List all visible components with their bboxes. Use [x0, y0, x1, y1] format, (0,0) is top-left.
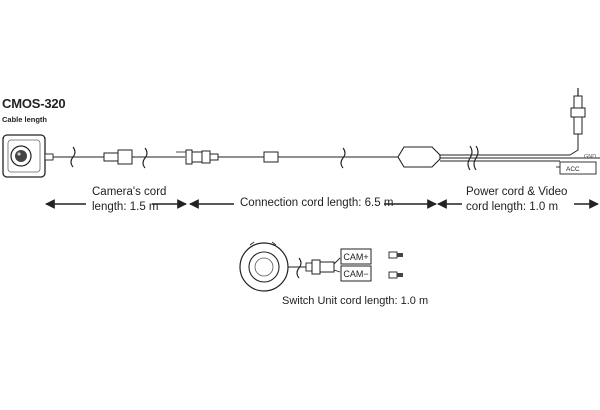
gnd-tag: GND [584, 154, 596, 160]
switch-unit-cord-label: Switch Unit cord length: 1.0 m [282, 295, 429, 307]
diagram-title: CMOS-320 [2, 96, 66, 111]
cord-break-icon [142, 147, 148, 169]
diagram-subtitle: Cable length [2, 115, 48, 124]
cord-break-icon [296, 257, 302, 279]
power-cord-label-line2: cord length: 1.0 m [466, 201, 559, 213]
rca-plug-icon [570, 88, 586, 135]
cord-break-icon [70, 146, 76, 168]
camera-cord-label: Camera's cord length: 1.5 m [92, 185, 166, 215]
camera-icon [2, 134, 46, 178]
acc-tag-label: ACC [566, 166, 580, 173]
cord-break-icon [340, 147, 346, 169]
connector-icon [117, 149, 133, 165]
cam-minus-tag: CAM− [343, 269, 368, 279]
connection-cord [218, 146, 441, 169]
power-video-cords [440, 88, 600, 175]
switch-unit-icon [239, 241, 341, 292]
cord-break-icon [467, 145, 473, 171]
cam-plus-tag: CAM+ [343, 252, 368, 262]
connection-cord-label: Connection cord length: 6.5 m [240, 197, 394, 209]
acc-tag [559, 161, 597, 175]
cord-break-icon [473, 145, 479, 171]
power-video-cord-label: Power cord & Video cord length: 1.0 m [466, 185, 567, 215]
terminal-icon [388, 251, 403, 279]
camera-cord-label-line2: length: 1.5 m [92, 201, 159, 213]
cam-tags: CAM+ CAM− [340, 248, 372, 282]
camera-cord-label-line1: Camera's cord [92, 186, 167, 198]
power-cord-label-line1: Power cord & Video [466, 186, 568, 198]
camera-cord [44, 146, 185, 169]
connector-icon [176, 149, 219, 165]
